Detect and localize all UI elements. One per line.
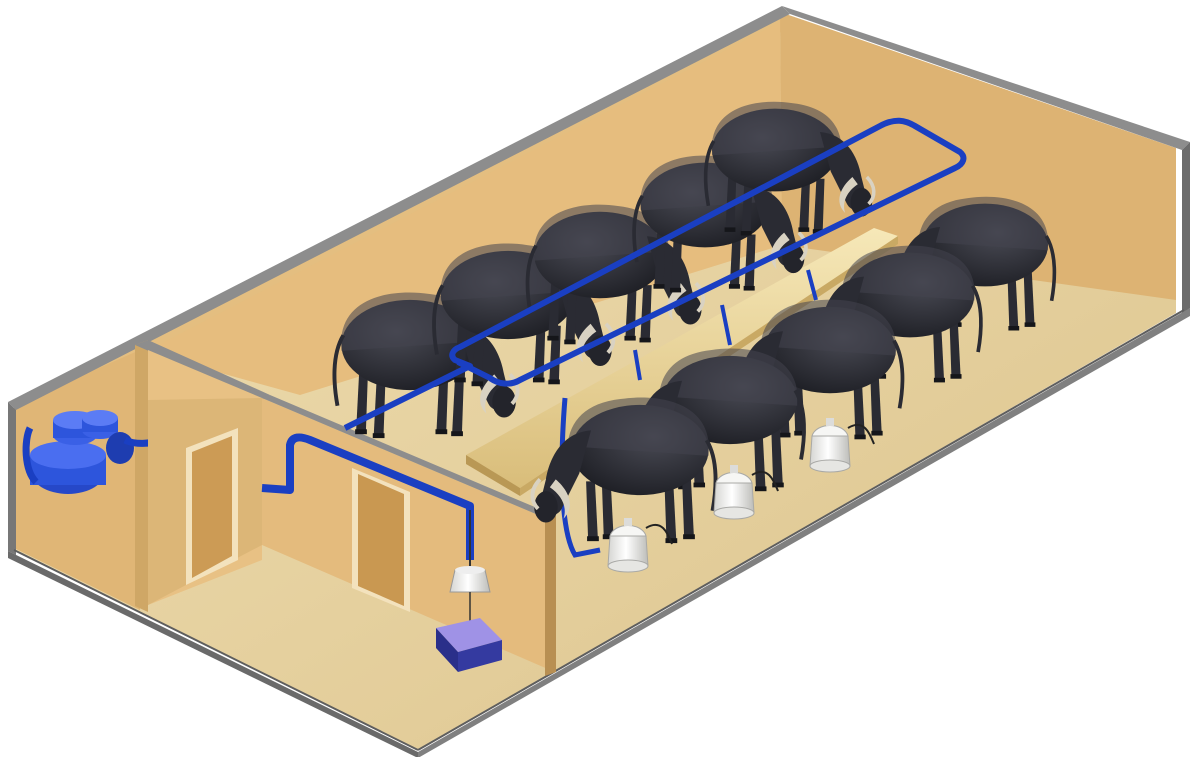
door-left[interactable] (186, 428, 238, 585)
door-right[interactable] (352, 468, 410, 612)
partition-wall-1 (135, 340, 148, 612)
left-wall-cap (8, 402, 16, 555)
right-wall-edge (1182, 142, 1190, 314)
